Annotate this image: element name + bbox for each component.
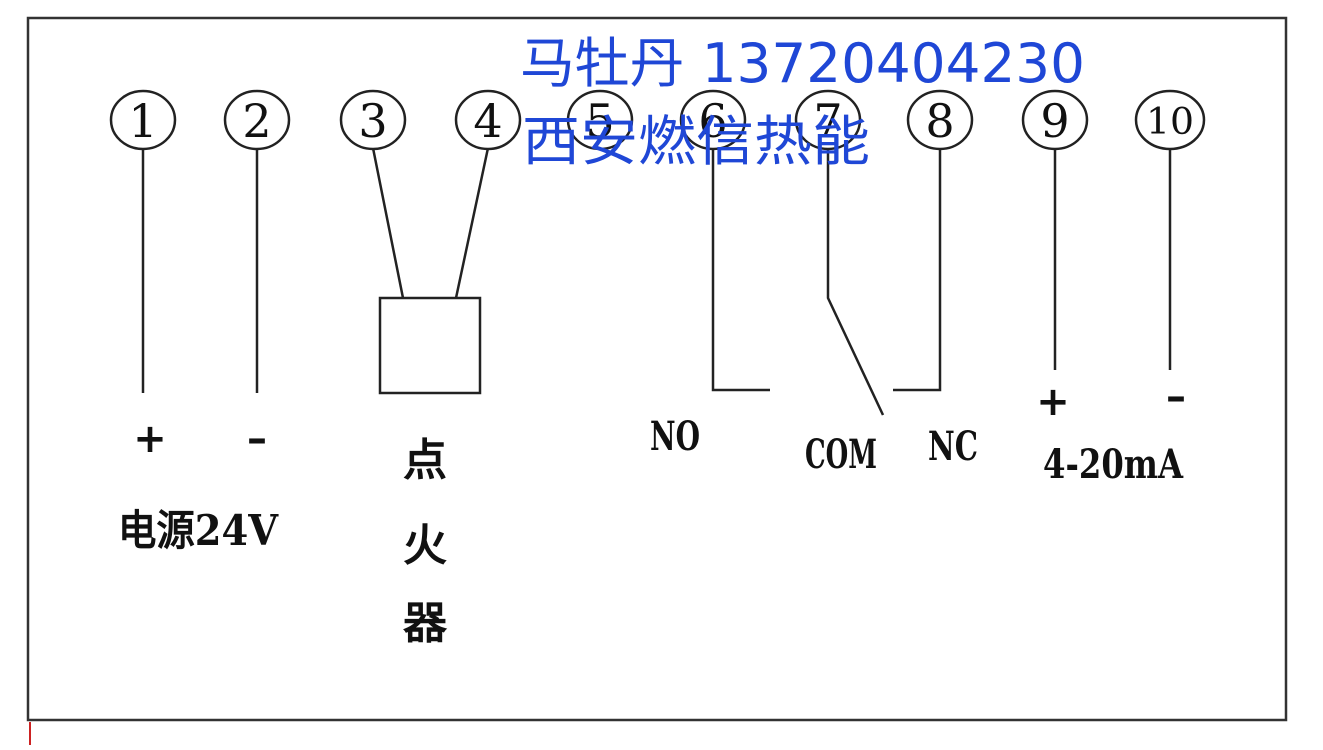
terminal-4: 4	[454, 89, 522, 151]
terminal-1: 1	[109, 89, 177, 151]
terminal-5: 5	[566, 89, 634, 151]
wire-terminal-8-nc	[893, 148, 942, 392]
terminal-8-circle	[906, 89, 974, 151]
wires	[141, 147, 1172, 416]
terminal-4-circle	[454, 89, 522, 151]
terminal-7-circle	[794, 89, 862, 151]
terminal-8-number: 8	[925, 94, 954, 148]
terminal-6-number: 6	[698, 94, 727, 148]
relay-nc-label: NC	[928, 423, 978, 470]
terminal-1-circle	[109, 89, 177, 151]
current-signal-label: 4-20mA	[1043, 441, 1184, 488]
igniter-box	[378, 296, 482, 395]
terminal-8: 8	[906, 89, 974, 151]
relay-no-label: NO	[650, 413, 700, 460]
terminal-2-circle	[223, 89, 291, 151]
terminal-2: 2	[223, 89, 291, 151]
terminal-3-number: 3	[358, 94, 387, 148]
terminal-2-number: 2	[242, 94, 271, 148]
current-plus-sign: +	[1036, 379, 1070, 425]
relay-com-label: COM	[805, 431, 877, 478]
terminal-10-number: 10	[1146, 102, 1194, 143]
terminal-6-circle	[679, 89, 747, 151]
power-minus-sign: –	[247, 416, 267, 462]
wire-terminal-6-no	[711, 148, 770, 392]
terminal-3-circle	[339, 89, 407, 151]
labels: + – 电源24V 点 火 器 NO COM NC + – 4-20mA	[118, 374, 1186, 649]
wire-terminal-3	[371, 147, 405, 299]
terminal-1-number: 1	[128, 94, 157, 148]
power-supply-label: 电源24V	[118, 506, 279, 555]
terminal-10-circle	[1134, 89, 1206, 151]
terminal-6: 6	[679, 89, 747, 151]
terminal-5-number: 5	[585, 94, 614, 148]
terminal-9: 9	[1021, 89, 1089, 151]
enclosure-frame	[26, 16, 1288, 722]
igniter-label-char-3: 器	[403, 598, 448, 649]
terminal-10: 10	[1134, 89, 1206, 151]
power-plus-sign: +	[133, 416, 167, 462]
wire-terminal-7-com	[826, 148, 885, 416]
current-minus-sign: –	[1166, 374, 1186, 420]
terminal-9-circle	[1021, 89, 1089, 151]
watermark-contact-line: 马牡丹 13720404230	[520, 32, 1085, 95]
watermark-company-line: 西安燃信热能	[522, 110, 870, 173]
terminal-9-number: 9	[1040, 94, 1069, 148]
terminal-4-number: 4	[473, 94, 502, 148]
terminal-7-number: 7	[813, 94, 842, 148]
igniter-label-char-1: 点	[403, 435, 447, 486]
terminal-7: 7	[794, 89, 862, 151]
terminal-row: 1 2 3 4 5 6 7 8	[109, 89, 1206, 151]
igniter-label-char-2: 火	[403, 520, 447, 571]
watermark: 马牡丹 13720404230 西安燃信热能	[520, 32, 1085, 173]
wire-terminal-4	[454, 147, 490, 299]
terminal-5-circle	[566, 89, 634, 151]
terminal-3: 3	[339, 89, 407, 151]
